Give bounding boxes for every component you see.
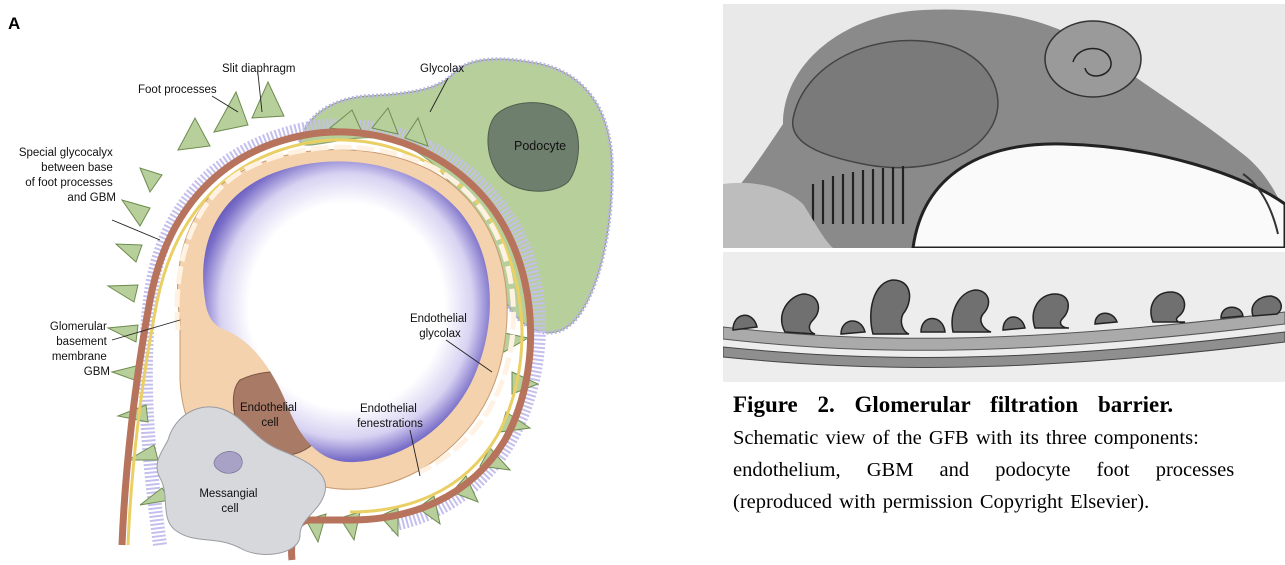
figure-caption: Figure 2. Glomerular filtration barrier.… [733, 388, 1285, 518]
label-slit-diaphragm: Slit diaphragm [222, 63, 296, 75]
label-special-glycocalyx: Special glycocalyx between base of foot … [19, 147, 116, 204]
micrograph-c [723, 252, 1285, 382]
label-glycolax: Glycolax [420, 63, 464, 75]
caption-line-2: endothelium, GBM and podocyte foot proce… [733, 454, 1285, 486]
gfb-schematic-diagram: Slit diaphragm Foot processes Glycolax P… [0, 0, 700, 565]
label-gbm: Glomerular basement membrane GBM [50, 321, 110, 378]
label-foot-processes: Foot processes [138, 84, 217, 96]
label-podocyte: Podocyte [514, 139, 566, 153]
caption-title: Figure 2. Glomerular filtration barrier. [733, 388, 1285, 422]
caption-line-3: (reproduced with permission Copyright El… [733, 486, 1285, 518]
micrograph-b [723, 4, 1285, 248]
caption-line-1: Schematic view of the GFB with its three… [733, 422, 1285, 454]
